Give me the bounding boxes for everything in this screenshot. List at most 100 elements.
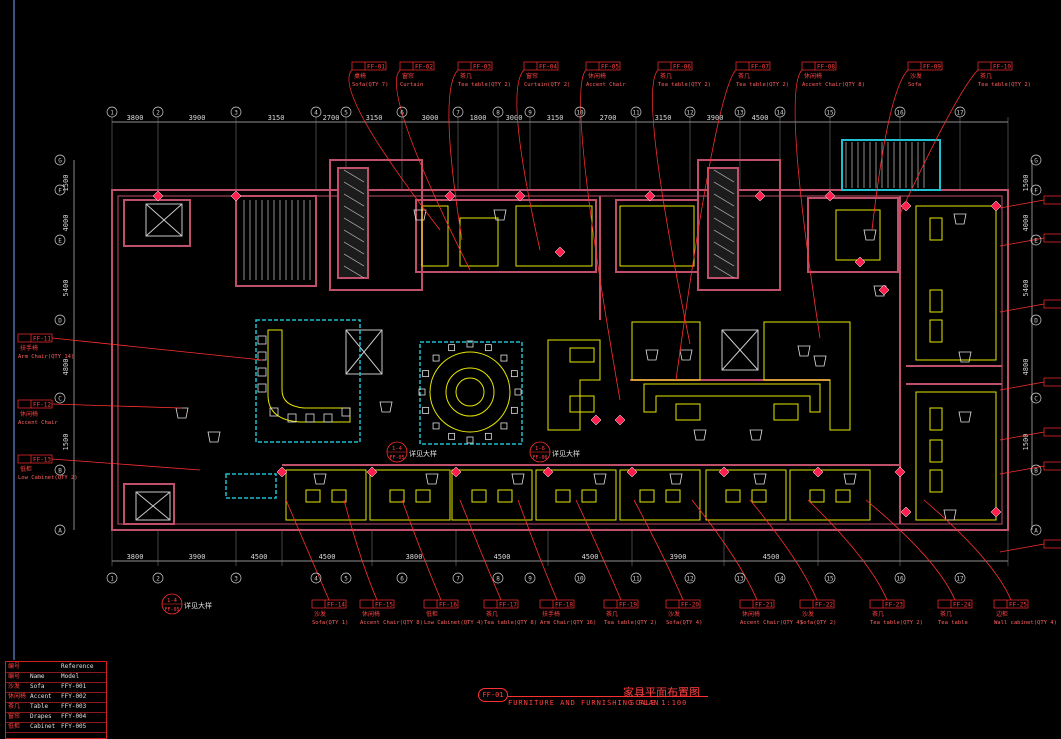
grid-col-label: 6 [400,110,404,117]
column [990,200,1002,212]
grid-bubble-col [230,106,242,118]
tag-code: FF-02 [415,64,433,71]
grid-bubble-col [230,572,242,584]
tag-sub: 茶几 [486,610,498,618]
column [878,284,890,296]
furniture-tag-right [1043,377,1061,387]
callout-number: 1-4 [392,446,403,452]
column [152,190,164,202]
tag-desc: Sofa(QTY 1) [312,620,348,626]
sofa-module [929,289,943,313]
tag-desc: Tea table [938,620,968,626]
leader-line [516,69,541,251]
tag-desc: Tea table(QTY 2) [978,82,1031,88]
tag-desc: Arm Chair(QTY 14) [18,354,74,360]
legend-symbol: 茶几 [8,703,21,710]
tag-code: FF-22 [815,602,833,609]
tag-desc: Curtain(QTY 2) [524,82,570,88]
column [824,190,836,202]
column [900,506,912,518]
top-dimension-label: 2700 [600,114,617,122]
top-dimension-label: 3150 [655,114,672,122]
leader-line [923,499,1012,601]
booth-table [835,489,851,503]
callout-number: 1-6 [535,446,545,452]
chair [958,351,972,363]
legend-model: FFY-003 [61,703,87,710]
dining-chair [269,407,279,417]
round-seat [418,388,426,396]
tag-sub: 茶几 [460,72,472,80]
grid-row-label: D [1034,318,1038,325]
grid-bubble-col [492,572,504,584]
booth [451,469,533,521]
chair [413,209,427,221]
grid-bubble-col [894,106,906,118]
furniture-layout [267,205,997,521]
legend-name: Table [30,703,49,710]
grid-row-label: B [1034,468,1038,475]
column [590,414,602,426]
column [754,190,766,202]
chair [953,213,967,225]
title-underline [508,696,708,697]
grid-col-label: 9 [528,110,532,117]
leader-line [675,69,737,381]
legend-name: Accent [30,693,52,700]
booth-table [389,489,405,503]
chair [669,473,683,485]
chair [645,349,659,361]
grid-bubble-col [684,572,696,584]
tag-sub: 茶几 [738,72,750,80]
drawing-title-cn: 家具平面布置图 [623,686,700,699]
dining-area-highlights [225,319,523,499]
tag-desc: Sofa(QTY 4) [666,620,702,626]
tag-desc: Accent Chair(QTY 8) [360,620,423,626]
leader-line [517,499,558,601]
round-seat [466,436,474,444]
grid-col-label: 3 [234,110,238,117]
grid-bubble-col [524,572,536,584]
grid-row-label: F [1034,188,1038,195]
tag-sub: 休闲椅 [20,410,38,418]
chair [379,401,393,413]
leader-line [749,499,818,601]
dining-chair [257,383,267,393]
furniture-tag-right [1043,461,1061,471]
grid-col-label: 13 [736,110,744,117]
column [514,190,526,202]
leader-line [691,499,758,601]
round-seat [448,432,456,440]
booth-table [581,489,597,503]
chair [679,349,693,361]
grid-bubble-col [106,106,118,118]
tag-sub: 休闲椅 [804,72,822,80]
column [444,190,456,202]
top-dimension-label: 3000 [422,114,439,122]
chair [863,229,877,241]
column [718,466,730,478]
tag-code: FF-13 [33,457,51,464]
grid-bubble-row [1030,524,1042,536]
tag-code: FF-24 [953,602,971,609]
tag-desc: Wall cabinet(QTY 4) [994,620,1057,626]
grid-col-label: 10 [576,110,584,117]
grid-col-label: 7 [456,110,460,117]
grid-col-label: 11 [632,110,640,117]
grid-col-label: 13 [736,576,744,583]
chair [797,345,811,357]
grid-bubble-col [734,572,746,584]
leader-line [652,69,691,345]
grid-col-label: 16 [896,576,904,583]
tag-code: FF-18 [555,602,573,609]
grid-bubble-row [54,524,66,536]
